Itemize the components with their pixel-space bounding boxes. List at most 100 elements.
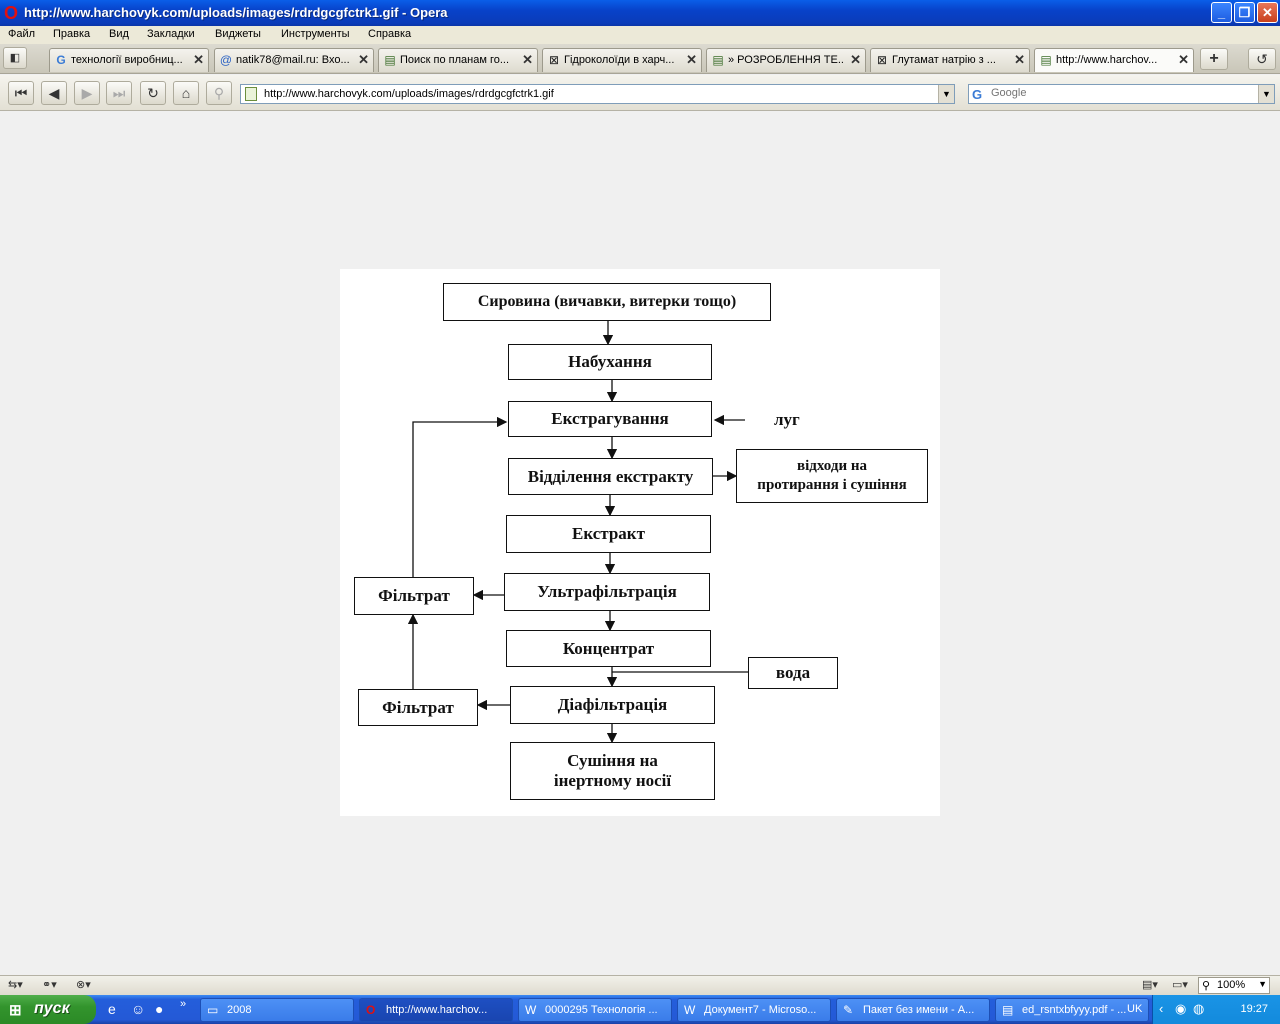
address-bar[interactable]: http://www.harchovyk.com/uploads/images/…	[240, 84, 955, 104]
reload-button[interactable]: ↻	[140, 81, 166, 105]
node-concentrate: Концентрат	[506, 630, 711, 667]
tab-7-active[interactable]: ▤ http://www.harchov... ✕	[1034, 48, 1194, 72]
unite-icon[interactable]: ⚭▾	[42, 979, 57, 991]
title-bar: O http://www.harchovyk.com/uploads/image…	[0, 0, 1280, 26]
chevron-down-icon[interactable]: ▼	[1258, 85, 1274, 103]
node-extract: Екстракт	[506, 515, 711, 553]
node-waste: відходи на протирання і сушіння	[736, 449, 928, 503]
zoom-control[interactable]: ⚲ 100% ▼	[1198, 977, 1270, 994]
menu-tools[interactable]: Инструменты	[281, 28, 350, 40]
turbo-icon[interactable]: ⊗▾	[76, 979, 91, 991]
magnifier-icon: ⚲	[1202, 980, 1211, 992]
opera-quick-icon[interactable]: ●	[155, 1001, 164, 1017]
tab-1[interactable]: G технології виробниц... ✕	[49, 48, 209, 72]
ie-icon[interactable]: e	[108, 1001, 116, 1017]
close-icon[interactable]: ✕	[1178, 52, 1189, 67]
close-button[interactable]: ✕	[1257, 2, 1278, 23]
node-drying: Сушіння на інертному носії	[510, 742, 715, 800]
word-icon: W	[684, 1003, 696, 1017]
network-icon[interactable]: ◍	[1193, 1001, 1205, 1016]
new-tab-button[interactable]: +	[1200, 48, 1228, 70]
task-label: Документ7 - Microso...	[704, 1004, 817, 1016]
close-icon[interactable]: ✕	[522, 52, 533, 67]
trash-icon[interactable]: ↺	[1248, 48, 1276, 70]
windows-logo-icon: ⊞	[9, 1002, 22, 1019]
language-indicator[interactable]: UK	[1127, 1003, 1143, 1015]
menu-widgets[interactable]: Виджеты	[215, 28, 261, 40]
task-pdf[interactable]: ▤ ed_rsntxbfyyy.pdf - ...	[995, 998, 1149, 1022]
task-word-1[interactable]: W 0000295 Технологія ...	[518, 998, 672, 1022]
search-box[interactable]: G ▼	[968, 84, 1275, 104]
tab-label: » РОЗРОБЛЕННЯ ТЕ...	[728, 54, 845, 66]
menu-view[interactable]: Вид	[109, 28, 129, 40]
node-extract-separation: Відділення екстракту	[508, 458, 713, 495]
back-button[interactable]: ◀	[41, 81, 67, 105]
opera-icon: O	[366, 1003, 376, 1017]
document-icon: ▤	[1040, 53, 1052, 67]
menu-edit[interactable]: Правка	[53, 28, 91, 40]
menu-file[interactable]: Файл	[8, 28, 36, 40]
task-label: http://www.harchov...	[386, 1004, 488, 1016]
menu-help[interactable]: Справка	[368, 28, 412, 40]
minimize-button[interactable]: _	[1211, 2, 1232, 23]
start-button[interactable]: ⊞ пуск	[0, 995, 96, 1024]
menu-bar: Файл Правка Вид Закладки Виджеты Инструм…	[0, 26, 1280, 44]
node-extraction: Екстрагування	[508, 401, 712, 437]
close-icon[interactable]: ✕	[686, 52, 697, 67]
page-layout-icon[interactable]: ▤▾	[1142, 979, 1158, 991]
chevron-down-icon[interactable]: ▼	[1258, 979, 1267, 989]
tab-label: Глутамат натрію з ...	[892, 54, 996, 66]
task-package[interactable]: ✎ Пакет без имени - А...	[836, 998, 990, 1022]
close-icon[interactable]: ✕	[193, 52, 204, 67]
opera-tray-icon[interactable]: ◉	[1175, 1001, 1187, 1016]
tab-3[interactable]: ▤ Поиск по планам го... ✕	[378, 48, 538, 72]
sync-icon[interactable]: ⇆▾	[8, 979, 23, 991]
waste-line-1: відходи на	[797, 458, 867, 474]
task-label: Пакет без имени - А...	[863, 1004, 975, 1016]
close-icon[interactable]: ✕	[358, 52, 369, 67]
tab-5[interactable]: ▤ » РОЗРОБЛЕННЯ ТЕ... ✕	[706, 48, 866, 72]
node-filtrate-1: Фільтрат	[354, 577, 474, 615]
pdf-icon: ▤	[1002, 1003, 1014, 1017]
waste-line-2: протирання і сушіння	[757, 477, 907, 493]
menu-bookmarks[interactable]: Закладки	[147, 28, 195, 40]
wand-icon[interactable]: ⚲	[206, 81, 232, 105]
status-bar: ⇆▾ ⚭▾ ⊗▾ ▤▾ ▭▾ ⚲ 100% ▼	[0, 975, 1280, 995]
tab-4[interactable]: ⊠ Гідроколоїди в харч... ✕	[542, 48, 702, 72]
close-icon[interactable]: ✕	[850, 52, 861, 67]
search-input[interactable]	[991, 87, 1251, 99]
drying-line-2: інертному носії	[553, 771, 672, 790]
task-label: 2008	[227, 1004, 252, 1016]
task-word-2[interactable]: W Документ7 - Microso...	[677, 998, 831, 1022]
folder-icon: ▭	[207, 1003, 219, 1017]
fast-forward-button[interactable]: ⏭	[106, 81, 132, 105]
restore-button[interactable]: ❐	[1234, 2, 1255, 23]
start-label: пуск	[34, 1000, 70, 1017]
flowchart-connectors	[407, 321, 748, 744]
close-icon[interactable]: ✕	[1014, 52, 1025, 67]
drying-line-1: Сушіння на	[567, 751, 658, 770]
document-icon: ▤	[712, 53, 724, 67]
task-label: 0000295 Технологія ...	[545, 1004, 658, 1016]
chevron-left-icon[interactable]: ‹	[1159, 1001, 1164, 1016]
task-label: ed_rsntxbfyyy.pdf - ...	[1022, 1004, 1127, 1016]
more-icon[interactable]: »	[180, 998, 187, 1010]
panel-toggle-button[interactable]: ◧	[3, 47, 27, 69]
google-icon: G	[56, 53, 66, 67]
task-opera[interactable]: O http://www.harchov...	[359, 998, 513, 1022]
chevron-down-icon[interactable]: ▼	[938, 85, 954, 103]
tab-label: Поиск по планам го...	[400, 54, 510, 66]
tab-6[interactable]: ⊠ Глутамат натрію з ... ✕	[870, 48, 1030, 72]
tab-2[interactable]: @ natik78@mail.ru: Вхо... ✕	[214, 48, 374, 72]
view-mode-icon[interactable]: ▭▾	[1172, 979, 1188, 991]
messenger-icon[interactable]: ☺	[131, 1001, 146, 1017]
page-content: Сировина (вичавки, витерки тощо) Набухан…	[0, 111, 1280, 975]
flowchart-image: Сировина (вичавки, витерки тощо) Набухан…	[340, 269, 940, 816]
home-button[interactable]: ⌂	[173, 81, 199, 105]
tab-label: технології виробниц...	[71, 54, 183, 66]
forward-button[interactable]: ▶	[74, 81, 100, 105]
rewind-button[interactable]: ⏮	[8, 81, 34, 105]
tab-label: Гідроколоїди в харч...	[564, 54, 675, 66]
task-folder-2008[interactable]: ▭ 2008	[200, 998, 354, 1022]
node-diafiltration: Діафільтрація	[510, 686, 715, 724]
